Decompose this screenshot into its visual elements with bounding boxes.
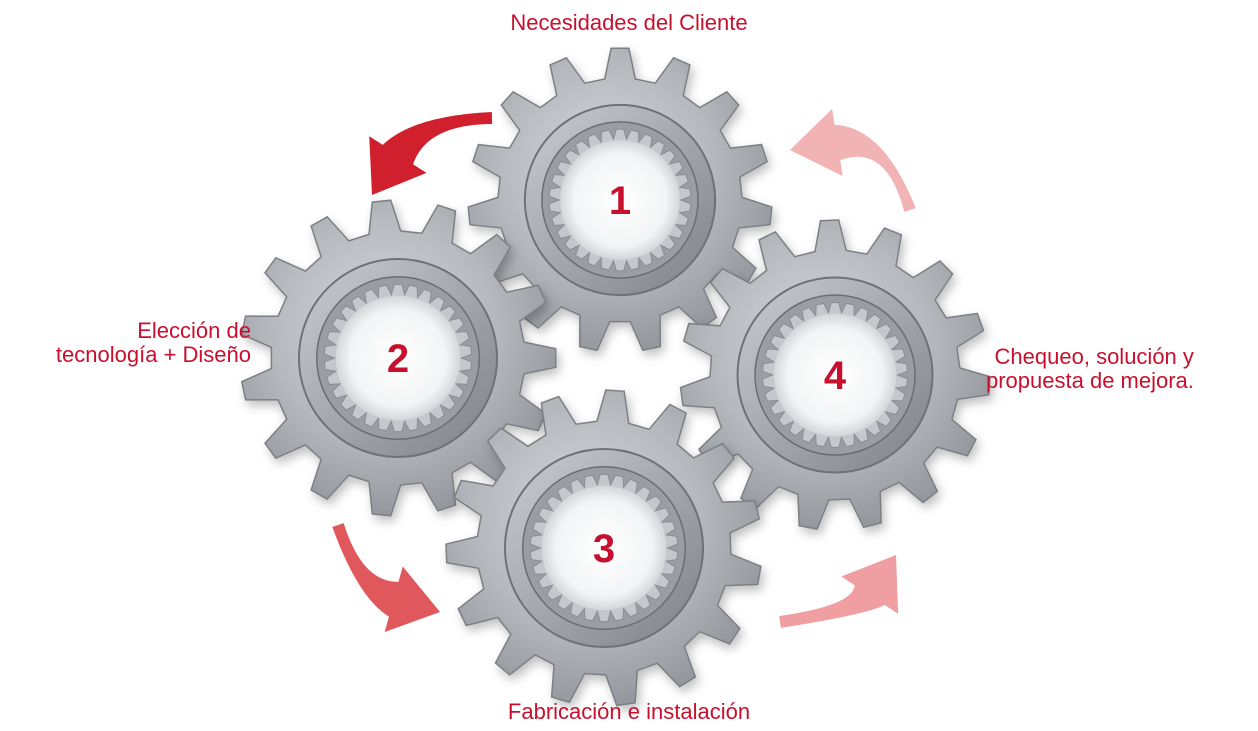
gear-hub <box>560 140 680 260</box>
gear-number-3: 3 <box>593 527 615 571</box>
gear-hub <box>335 295 461 421</box>
step-3-label: Fabricación e instalación <box>0 700 1258 724</box>
arrow-3-to-4-icon <box>779 555 899 628</box>
step-1-label: Necesidades del Cliente <box>0 11 1258 35</box>
gear-2 <box>240 199 557 517</box>
step-1-text: Necesidades del Cliente <box>510 10 748 35</box>
gear-number-4: 4 <box>824 354 847 398</box>
step-2-text-line2: tecnología + Diseño <box>55 342 251 367</box>
step-2-text-line1: Elección de <box>137 318 251 343</box>
arrow-1-to-2-icon <box>369 112 493 195</box>
arrow-2-to-3-icon <box>332 523 440 633</box>
gear-number-1: 1 <box>609 179 631 223</box>
gear-hub <box>773 313 897 437</box>
arrow-4-to-1-icon <box>790 108 916 212</box>
step-2-label: Elección de tecnología + Diseño <box>56 319 251 367</box>
step-3-text: Fabricación e instalación <box>507 699 751 724</box>
step-4-label: Chequeo, solución y propuesta de mejora. <box>986 345 1194 393</box>
gear-3 <box>445 389 762 707</box>
gear-4 <box>679 219 991 530</box>
gear-hub <box>541 485 667 611</box>
step-4-text-line2: propuesta de mejora. <box>986 368 1194 393</box>
step-4-text-line1: Chequeo, solución y <box>994 344 1194 369</box>
gear-1 <box>467 47 773 352</box>
gear-number-2: 2 <box>387 337 409 381</box>
